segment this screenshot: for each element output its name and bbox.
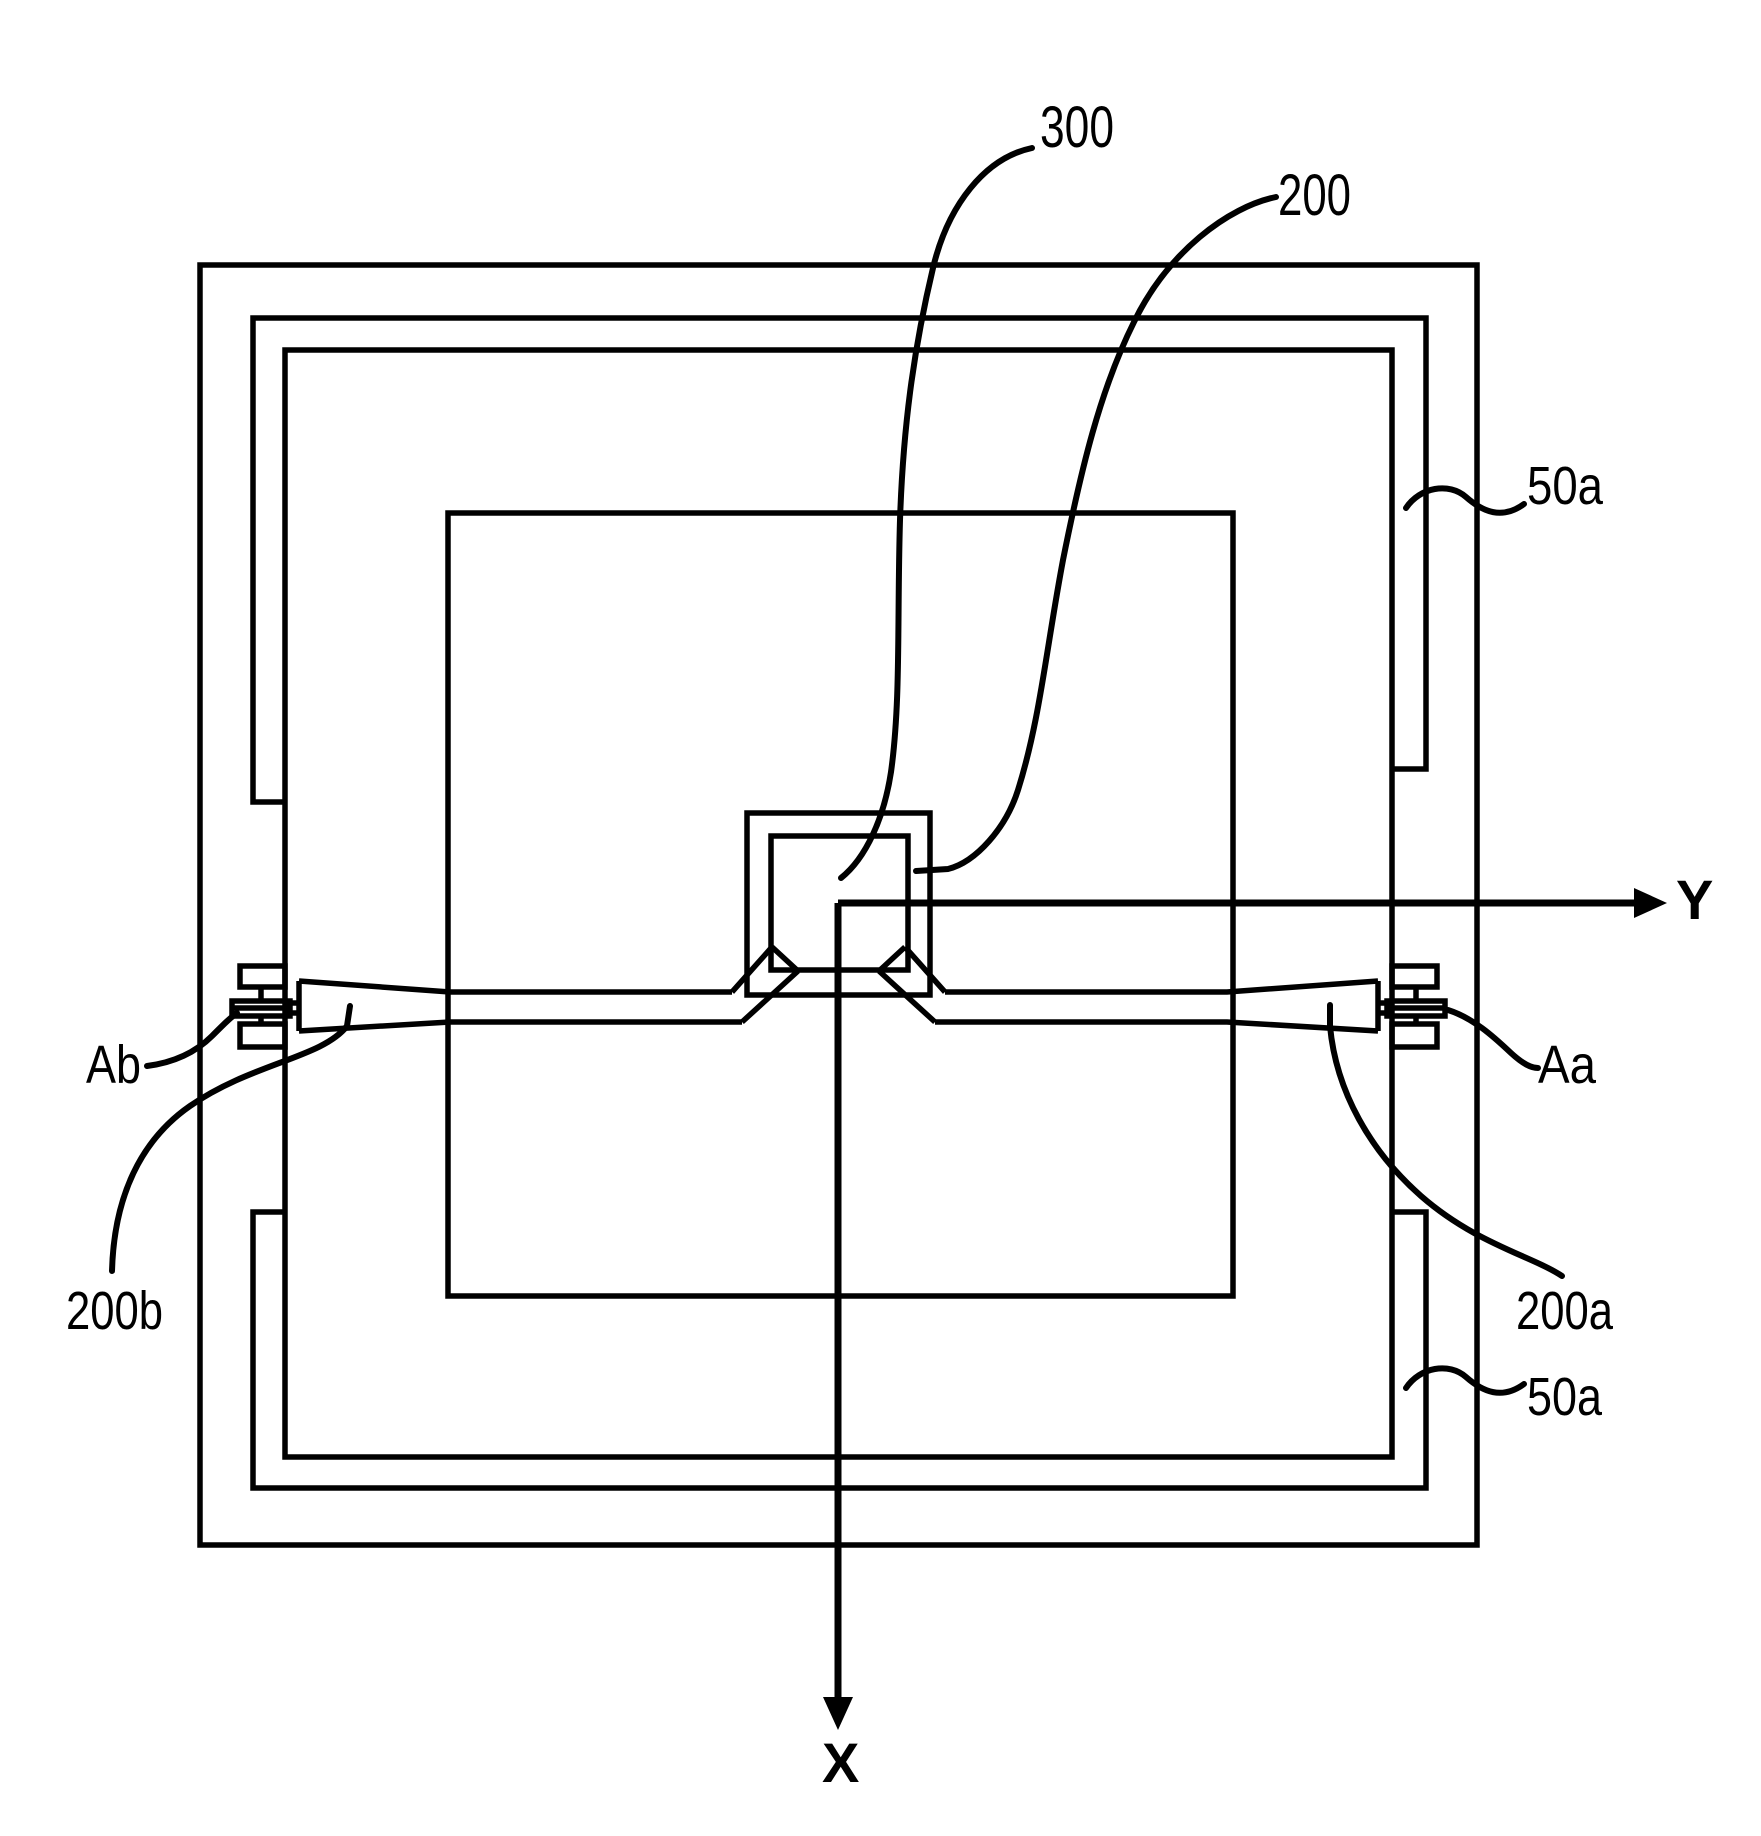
x-axis-arrowhead-icon <box>823 1697 853 1730</box>
label-50a-top: 50a <box>1527 456 1604 516</box>
left-spring-bottom-edge <box>298 1019 742 1034</box>
coordinate-axes <box>823 888 1667 1730</box>
right-anchor-bottom-bar <box>1389 1021 1440 1050</box>
label-200a: 200a <box>1516 1281 1614 1341</box>
label-y-axis: Y <box>1676 868 1713 931</box>
label-x-axis: X <box>822 1731 859 1794</box>
right-spring-top-edge <box>945 978 1379 995</box>
right-anchor-top-bar <box>1389 963 1440 990</box>
leader-50a-bottom <box>1403 1365 1527 1396</box>
left-spring-top-edge <box>298 978 732 995</box>
right-corner-strut <box>877 944 948 1025</box>
leader-200 <box>913 194 1279 874</box>
label-50a-bottom: 50a <box>1527 1367 1603 1427</box>
leader-200b <box>109 1003 353 1274</box>
right-anchor-Aa <box>1378 963 1448 1050</box>
left-anchor-top-bar <box>237 963 288 990</box>
upper-bracket-50a <box>250 315 1429 805</box>
left-corner-strut <box>729 944 800 1025</box>
label-300: 300 <box>1040 95 1114 160</box>
leader-Ab <box>144 1010 240 1069</box>
right-spring-bottom-edge <box>935 1019 1379 1034</box>
leader-Aa <box>1445 1007 1541 1071</box>
label-200: 200 <box>1278 163 1351 228</box>
label-200b: 200b <box>66 1281 163 1341</box>
label-Aa: Aa <box>1538 1035 1597 1095</box>
left-anchor-Ab <box>229 963 299 1050</box>
left-anchor-bottom-bar <box>237 1021 288 1050</box>
left-spring-200b <box>296 944 800 1034</box>
leader-50a-top <box>1403 485 1527 516</box>
y-axis-arrowhead-icon <box>1634 888 1667 918</box>
right-spring-200a <box>877 944 1381 1034</box>
leader-200a <box>1327 1002 1565 1279</box>
label-Ab: Ab <box>86 1035 141 1095</box>
leader-300 <box>838 145 1035 881</box>
